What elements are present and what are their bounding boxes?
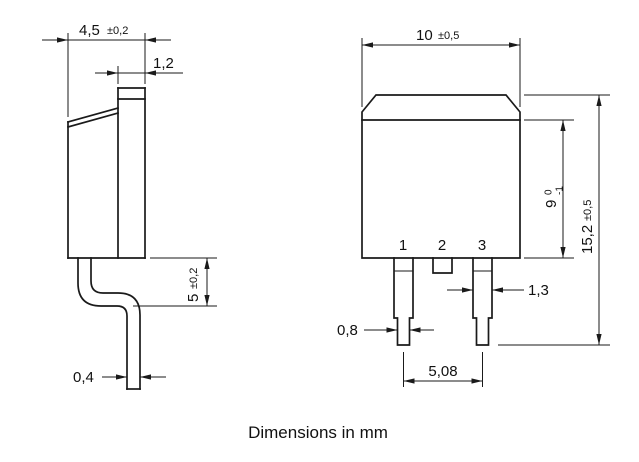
side-view-outline	[66, 87, 146, 259]
front-view-leads	[393, 257, 493, 346]
dim-body-width: 10 ±0,5	[361, 27, 521, 107]
pin-1-label: 1	[399, 237, 407, 254]
dim-body-height-tol-upper: 0	[544, 189, 555, 195]
dim-standoff: 5 ±0,2	[133, 257, 217, 307]
front-view-outline	[361, 94, 521, 259]
pin-numbers: 1 2 3	[399, 237, 486, 254]
pin-3-label: 3	[478, 237, 486, 254]
dim-lead-pitch: 5,08	[403, 352, 483, 387]
dim-body-height-value: 9	[543, 200, 560, 208]
pin-2-label: 2	[438, 237, 446, 254]
dim-lead-tip-width: 0,8	[337, 322, 434, 339]
dim-standoff-value: 5	[185, 294, 202, 302]
dim-lead-tip-width-value: 0,8	[337, 322, 358, 339]
dim-overall-height-tol: ±0,5	[582, 200, 594, 221]
dim-overall-height-value: 15,2	[579, 225, 596, 254]
dim-lead-width-value: 1,3	[528, 282, 549, 299]
dim-tab-thickness: 1,2	[95, 55, 183, 84]
dim-side-thickness: 4,5 ±0,2	[42, 22, 171, 117]
dim-side-thickness-value: 4,5	[79, 22, 100, 39]
dim-overall-height: 15,2 ±0,5	[498, 94, 610, 346]
footer-note: Dimensions in mm	[248, 423, 388, 442]
dim-tab-thickness-value: 1,2	[153, 55, 174, 72]
dim-body-width-value: 10	[416, 27, 433, 44]
dim-standoff-tol: ±0,2	[188, 268, 200, 289]
dim-body-width-tol: ±0,5	[438, 30, 459, 42]
dim-side-thickness-tol: ±0,2	[107, 25, 128, 37]
dim-lead-thickness-value: 0,4	[73, 369, 94, 386]
dim-body-height-tol-lower: -1	[555, 186, 566, 195]
dim-lead-width: 1,3	[447, 282, 549, 299]
dim-body-height: 9 0 -1	[524, 119, 574, 259]
dim-lead-pitch-value: 5,08	[428, 363, 457, 380]
dim-lead-thickness: 0,4	[73, 369, 166, 386]
